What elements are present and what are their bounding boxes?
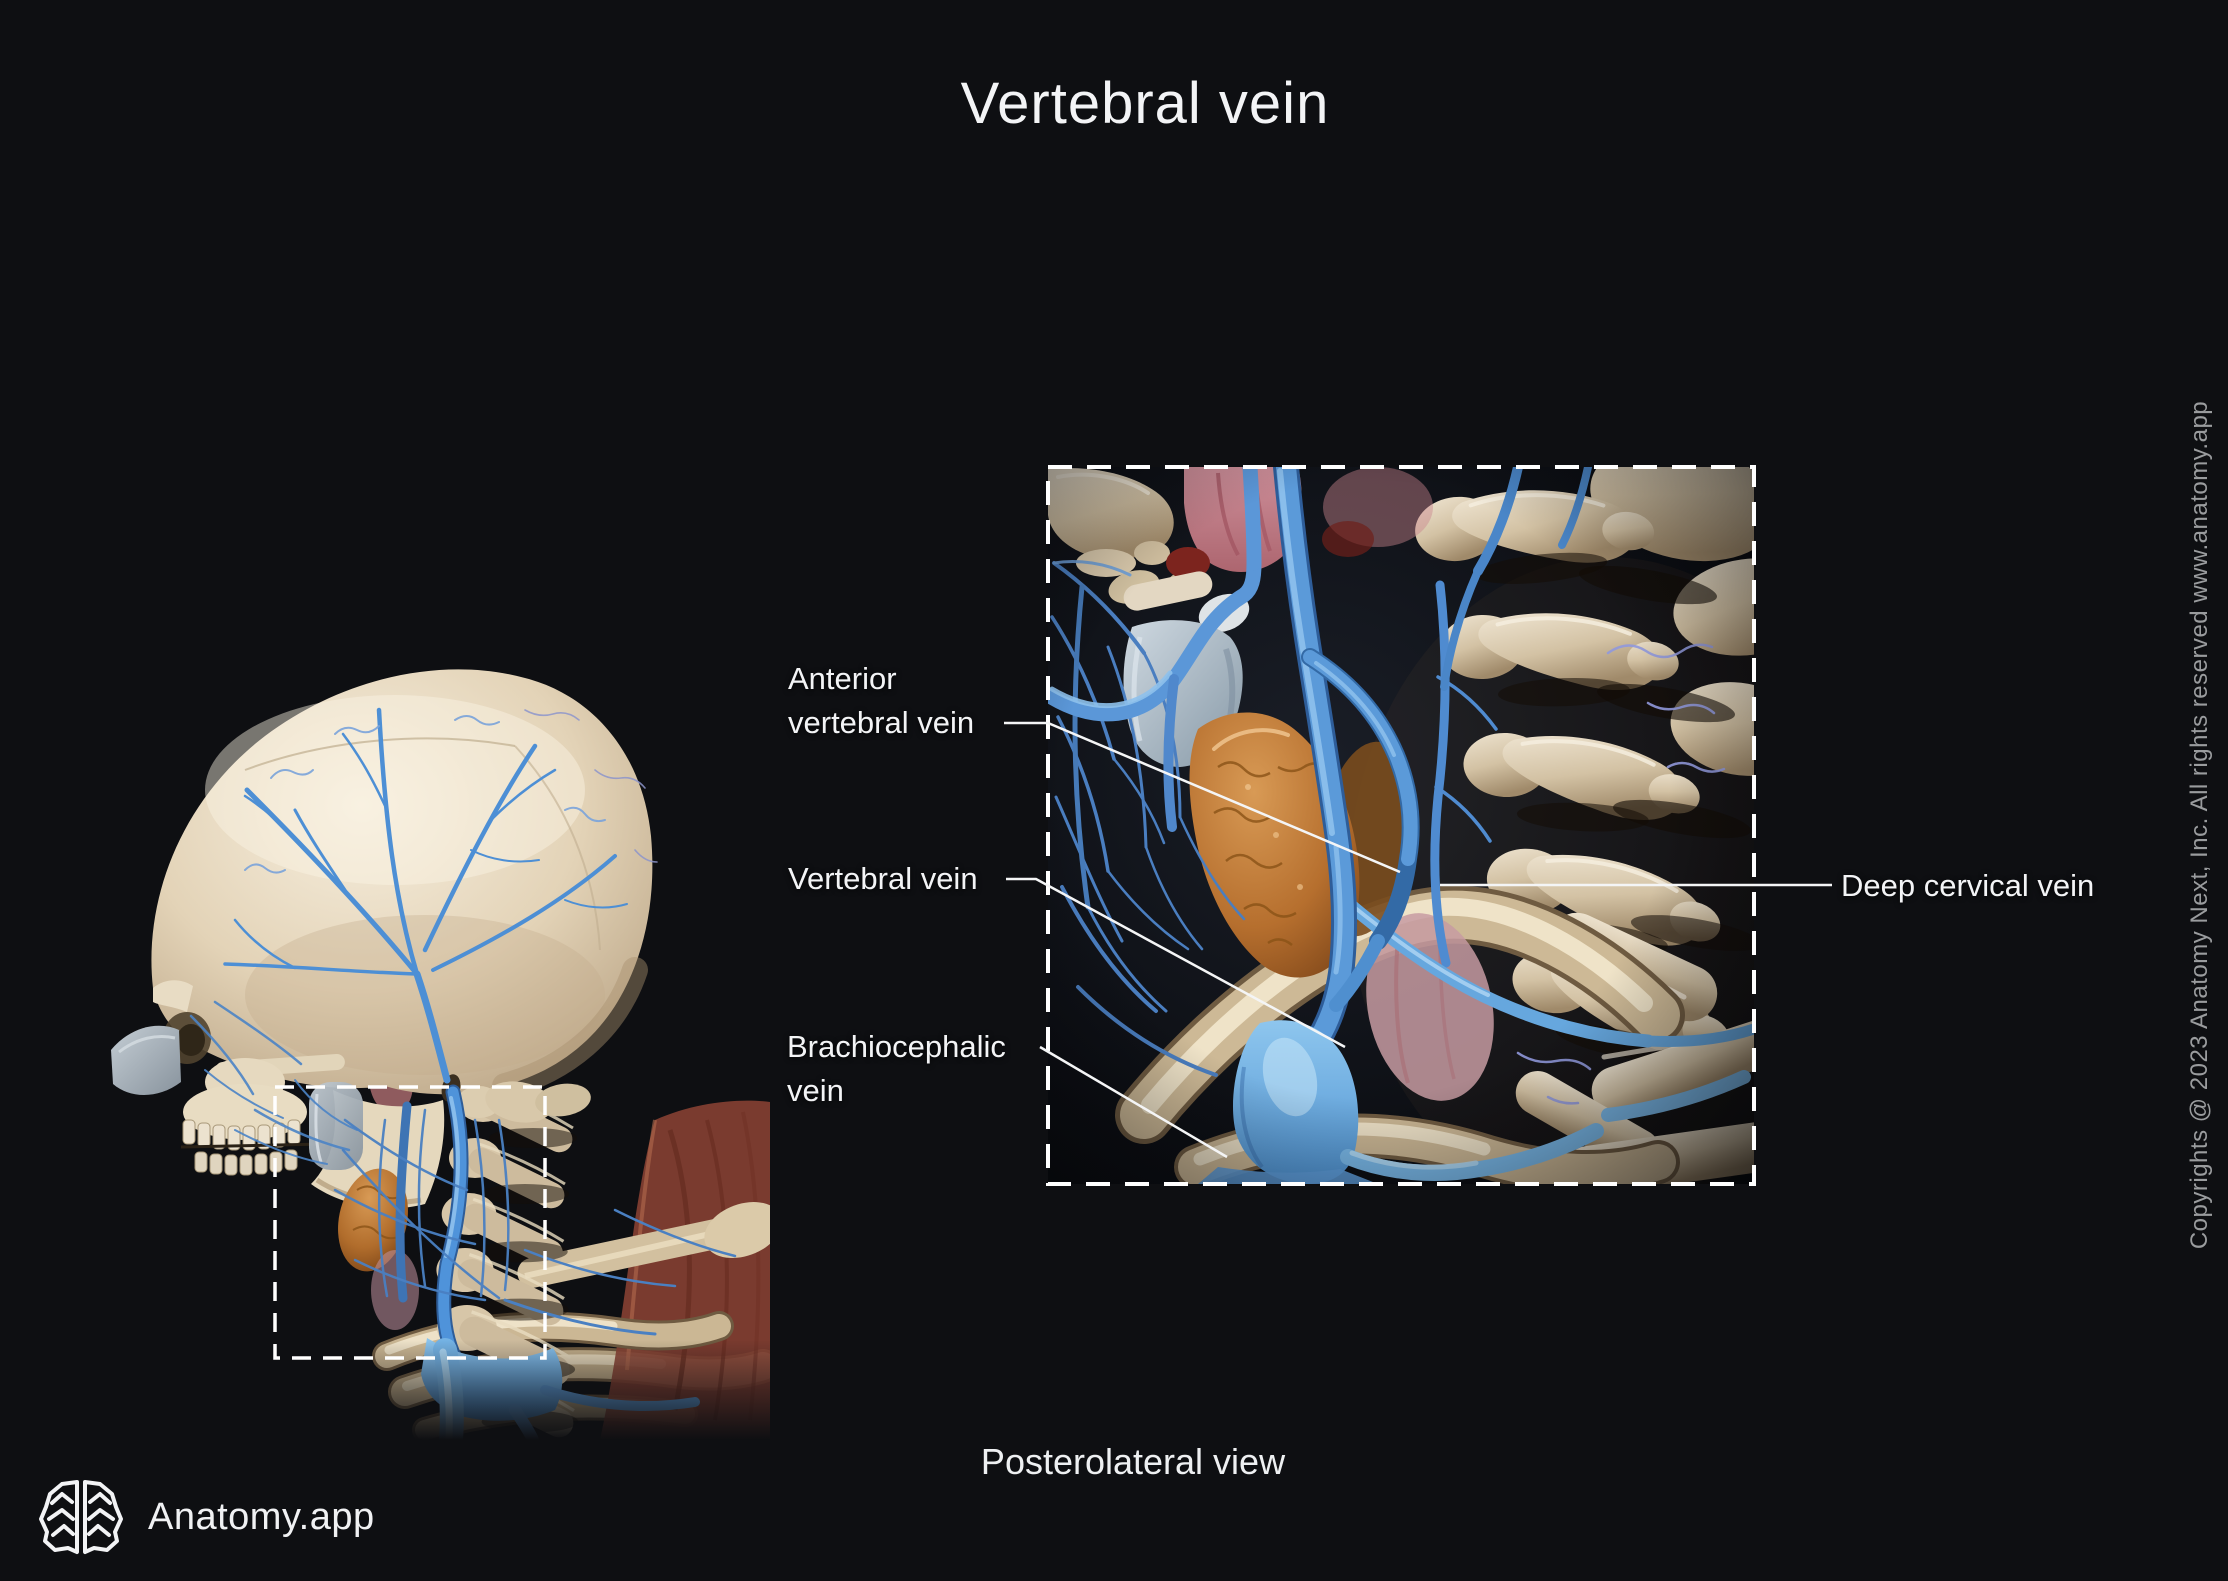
label-line: Deep cervical vein [1841, 868, 2095, 903]
nose-cartilage [111, 1025, 181, 1095]
cranial-veins [223, 707, 658, 1084]
skull [111, 669, 653, 1209]
view-caption: Posterolateral view [980, 1441, 1286, 1482]
copyright-text: Copyrights @ 2023 Anatomy Next, Inc. All… [2186, 400, 2213, 1250]
label-line: vein [787, 1073, 844, 1108]
brand-name: Anatomy.app [148, 1495, 375, 1538]
label-line: Vertebral vein [788, 861, 978, 896]
label-vertebral-vein: Vertebral vein [788, 857, 978, 901]
label-deep-cervical-vein: Deep cervical vein [1841, 864, 2094, 908]
brain-logo-icon [39, 1480, 123, 1554]
label-anterior-vertebral-vein: Anterior vertebral vein [788, 657, 974, 745]
branding: Anatomy.app [38, 1477, 375, 1557]
label-line: Anterior [788, 661, 897, 696]
inset-detail-figure [1048, 467, 1754, 1184]
label-line: vertebral vein [788, 705, 975, 740]
overview-figure [95, 669, 770, 1440]
label-brachiocephalic-vein: Brachiocephalic vein [787, 1025, 1006, 1113]
page-title: Vertebral vein [960, 71, 1330, 136]
label-line: Brachiocephalic [787, 1029, 1006, 1064]
